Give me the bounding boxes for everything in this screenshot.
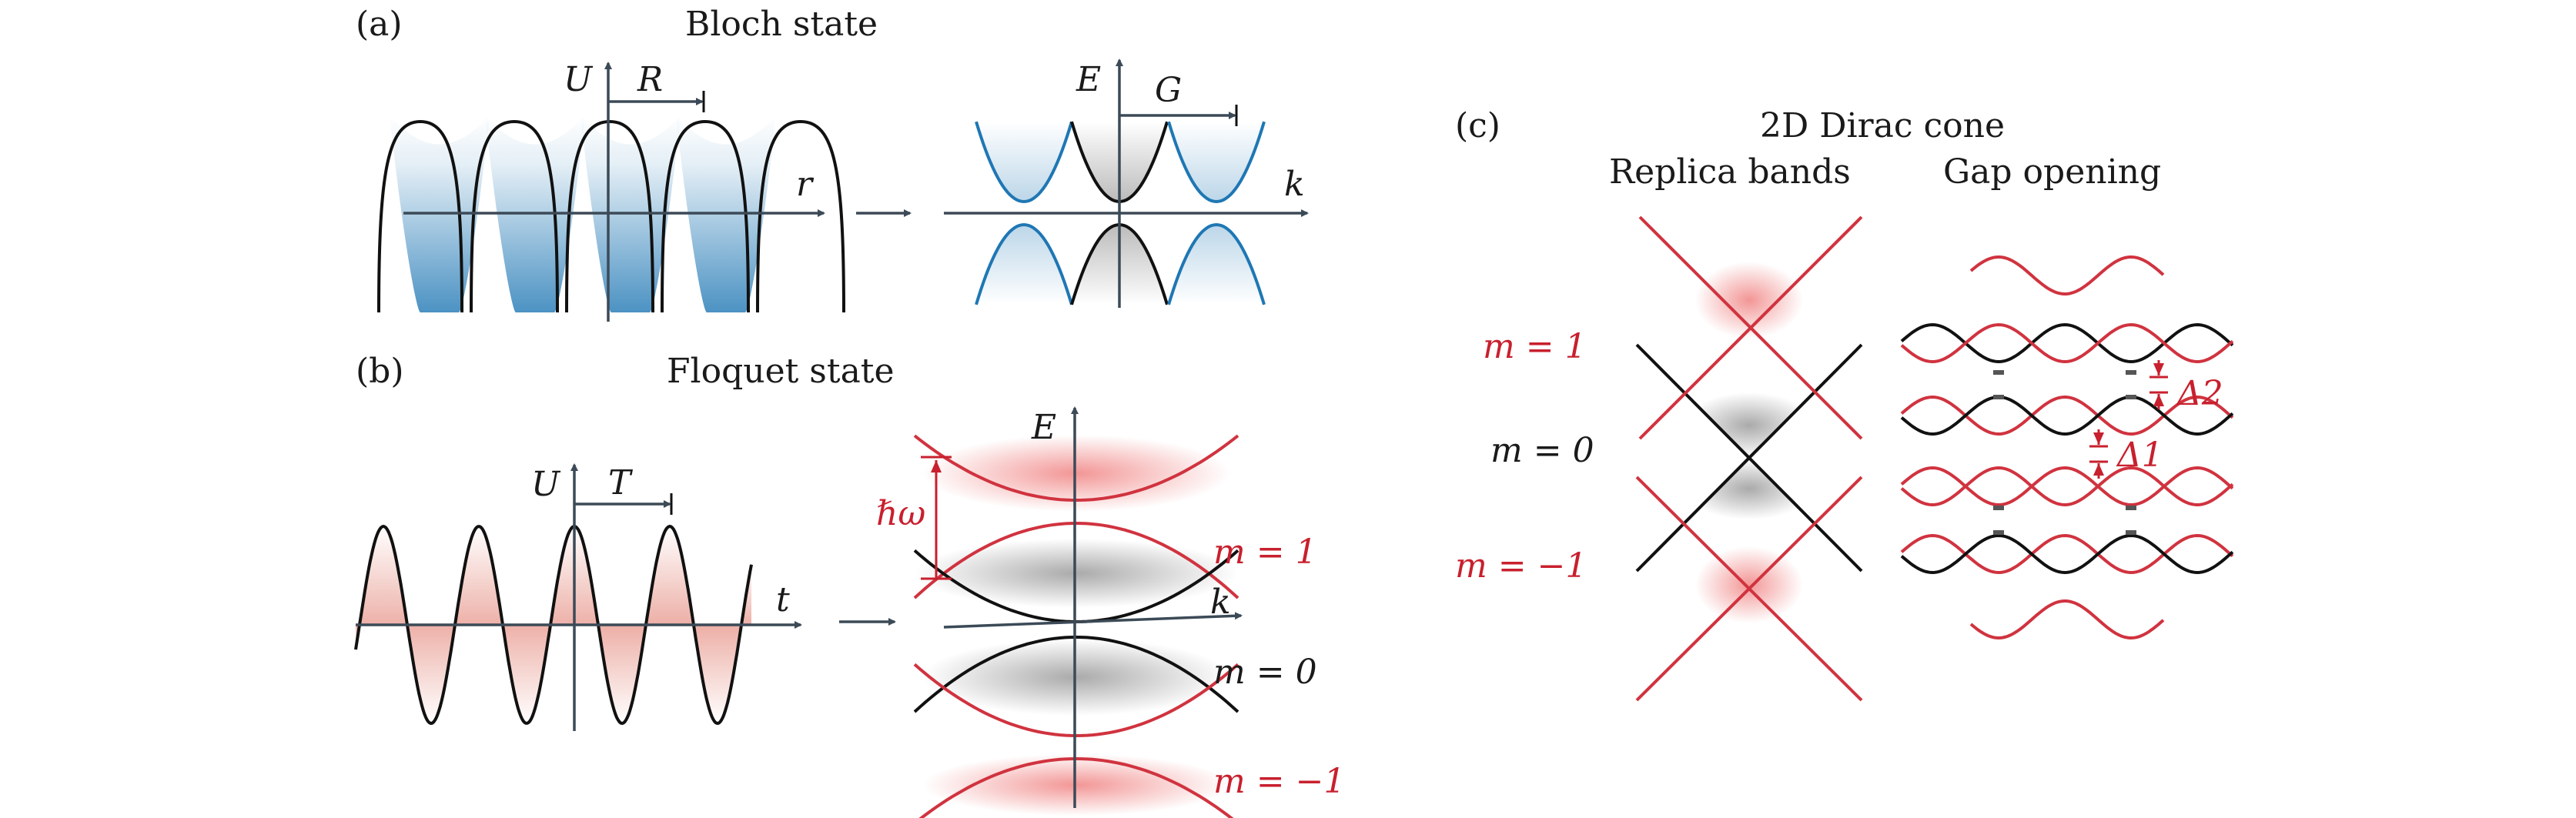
gap-opening-subtitle: Gap opening — [1943, 152, 2161, 192]
k-axis-label-b: k — [1210, 583, 1231, 622]
replica-m-1-lower — [918, 756, 1234, 818]
band-label-m-0-b: m = 0 — [1213, 653, 1317, 692]
cone-m1-line-2 — [1638, 215, 1863, 440]
panel-c: (c) 2D Dirac cone Replica bands Gap open… — [1455, 106, 2234, 702]
t-axis-label: t — [776, 580, 790, 619]
panel-c-title: 2D Dirac cone — [1760, 106, 2005, 145]
cone-halo-top — [1695, 262, 1803, 339]
panel-a-title: Bloch state — [685, 5, 878, 44]
cone-shade-bottom — [1684, 458, 1815, 519]
period-r-label: R — [637, 60, 663, 99]
band-lower-1 — [975, 222, 1073, 305]
hbar-omega-label: ℏω — [876, 494, 925, 533]
gap-label-delta-1: Δ1 — [2116, 436, 2163, 475]
k-axis-label-a: k — [1284, 165, 1305, 204]
bloch-bands — [975, 121, 1266, 305]
halo-m1-top — [922, 435, 1230, 512]
panel-a: (a) Bloch state U r R E k G — [356, 5, 1309, 322]
reciprocal-g-label: G — [1155, 71, 1182, 110]
k-axis-b — [943, 612, 1243, 629]
halo-m0-bottom — [922, 639, 1230, 716]
floquet-bands — [913, 434, 1239, 818]
gap-band-bottom-red — [1969, 599, 2165, 639]
gap-label-delta-2: Δ2 — [2176, 374, 2223, 413]
floquet-drive — [354, 524, 753, 726]
band-upper-1 — [975, 121, 1073, 204]
gap-marker-6 — [1993, 530, 2004, 535]
band-label-m-minus-1-c: m = −1 — [1455, 546, 1587, 586]
cone-m0-line-2 — [1635, 343, 1863, 573]
gap-band-red-5 — [1900, 533, 2234, 575]
gap-band-red-1 — [1900, 322, 2234, 364]
panel-b-label: (b) — [356, 352, 404, 391]
panel-b: (b) Floquet state U t T E k ℏω m = 1 m =… — [354, 352, 1345, 818]
u-axis-label-b: U — [531, 465, 561, 504]
drive-curve — [354, 524, 753, 726]
drive-lobe-3 — [406, 622, 455, 723]
replica-m1-lower — [913, 521, 1239, 599]
e-axis-label-a: E — [1076, 60, 1101, 99]
gap-band-red-3 — [1900, 466, 2234, 507]
gap-bands — [1900, 255, 2234, 639]
gap-marker-4 — [2126, 395, 2136, 399]
potential-arch-4 — [661, 119, 750, 313]
panel-b-title: Floquet state — [667, 352, 895, 391]
gap-band-black-3 — [1900, 533, 2234, 575]
drive-lobe-5 — [502, 622, 550, 723]
cone-shade-top — [1684, 392, 1815, 458]
replica-m1-upper — [913, 434, 1239, 502]
drive-lobe-9 — [694, 625, 741, 723]
r-axis-label: r — [796, 165, 815, 204]
gap-indicator-2 — [2149, 360, 2168, 409]
cone-halo-bottom — [1695, 546, 1803, 623]
gap-band-red-4 — [1900, 466, 2234, 507]
potential-arch-3 — [565, 119, 654, 313]
band-upper-3 — [1167, 121, 1266, 204]
gap-band-black-1 — [1900, 322, 2234, 364]
replica-m-1-upper — [913, 663, 1239, 738]
halo-m0-top — [915, 539, 1238, 608]
gap-band-black-2 — [1900, 395, 2234, 436]
panel-a-label: (a) — [356, 5, 403, 44]
gap-marker-7 — [2126, 506, 2136, 510]
gap-marker-1 — [1993, 370, 2004, 375]
e-axis-label-b: E — [1031, 408, 1056, 447]
cone-m-1-line-2 — [1635, 476, 1863, 702]
drive-lobe-8 — [646, 526, 694, 625]
gap-marker-3 — [2126, 370, 2136, 375]
gap-marker-5 — [1993, 506, 2004, 510]
dirac-cones — [1635, 215, 1863, 702]
floquet-m0-lower — [913, 635, 1239, 713]
u-axis-label-a: U — [564, 60, 594, 99]
drive-lobe-7 — [598, 625, 646, 723]
period-t-label: T — [608, 463, 634, 502]
potential-arch-5 — [756, 119, 845, 313]
drive-lobe-4 — [454, 526, 503, 628]
gap-band-red-2 — [1900, 395, 2234, 436]
potential-arch-2 — [470, 119, 559, 313]
halo-m-1-bottom — [922, 754, 1230, 816]
potential-arch-1 — [377, 119, 463, 313]
band-label-m-plus-1-c: m = 1 — [1483, 327, 1587, 366]
panel-c-label: (c) — [1455, 106, 1500, 145]
band-label-m-0-c: m = 0 — [1490, 431, 1594, 470]
band-label-m-minus-1-b: m = −1 — [1213, 762, 1345, 801]
drive-lobe-2 — [359, 526, 407, 628]
gap-band-top-red — [1969, 255, 2165, 295]
gap-marker-2 — [1993, 395, 2004, 399]
band-lower-3 — [1167, 222, 1266, 305]
band-label-m-plus-1-b: m = 1 — [1213, 533, 1317, 572]
replica-bands-subtitle: Replica bands — [1609, 152, 1851, 192]
gap-indicator-1 — [2089, 429, 2108, 479]
gap-marker-8 — [2126, 530, 2136, 535]
